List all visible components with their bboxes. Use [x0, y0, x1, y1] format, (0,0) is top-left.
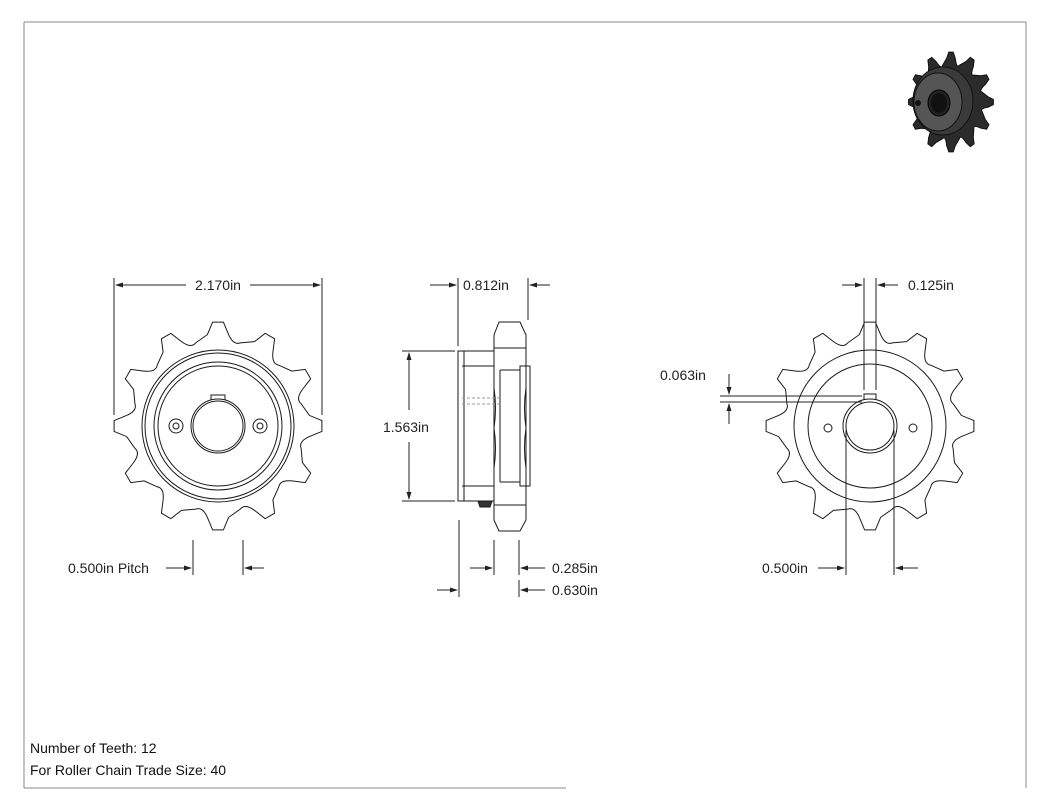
tooth-width-label: 0.285in [552, 560, 598, 576]
pitch-label: 0.500in Pitch [68, 560, 149, 576]
set-screw-hole [252, 418, 268, 434]
set-screw-hole [823, 423, 833, 433]
dim-tooth-width [470, 540, 545, 575]
dim-bore [818, 430, 918, 575]
hub-length-label: 0.630in [552, 582, 598, 598]
dim-hub-length [437, 520, 545, 597]
bore-label: 0.500in [762, 560, 808, 576]
dim-overall-length [430, 278, 550, 346]
dim-outer-diameter [113, 278, 323, 415]
drawing-frame [23, 21, 1027, 789]
chain-size-note: For Roller Chain Trade Size: 40 [30, 762, 227, 778]
dim-pitch [166, 540, 264, 575]
side-view [457, 321, 531, 532]
set-screw-hole [168, 418, 184, 434]
teeth-note: Number of Teeth: 12 [30, 740, 157, 756]
overall-length-label: 0.812in [463, 277, 509, 293]
keyway-width-label: 0.125in [908, 277, 954, 293]
dim-keyway-depth [720, 374, 862, 424]
set-screw-hole [908, 423, 918, 433]
back-view [765, 321, 975, 531]
dim-keyway-width [842, 278, 898, 390]
sprocket-outline [765, 321, 975, 531]
keyway-depth-label: 0.063in [660, 367, 706, 383]
front-view [113, 321, 323, 531]
outer-diameter-label: 2.170in [195, 277, 241, 293]
dim-hub-diameter [402, 350, 455, 502]
sprocket-outline [113, 321, 323, 531]
hub-diameter-label: 1.563in [383, 419, 429, 435]
isometric-view [908, 51, 994, 153]
